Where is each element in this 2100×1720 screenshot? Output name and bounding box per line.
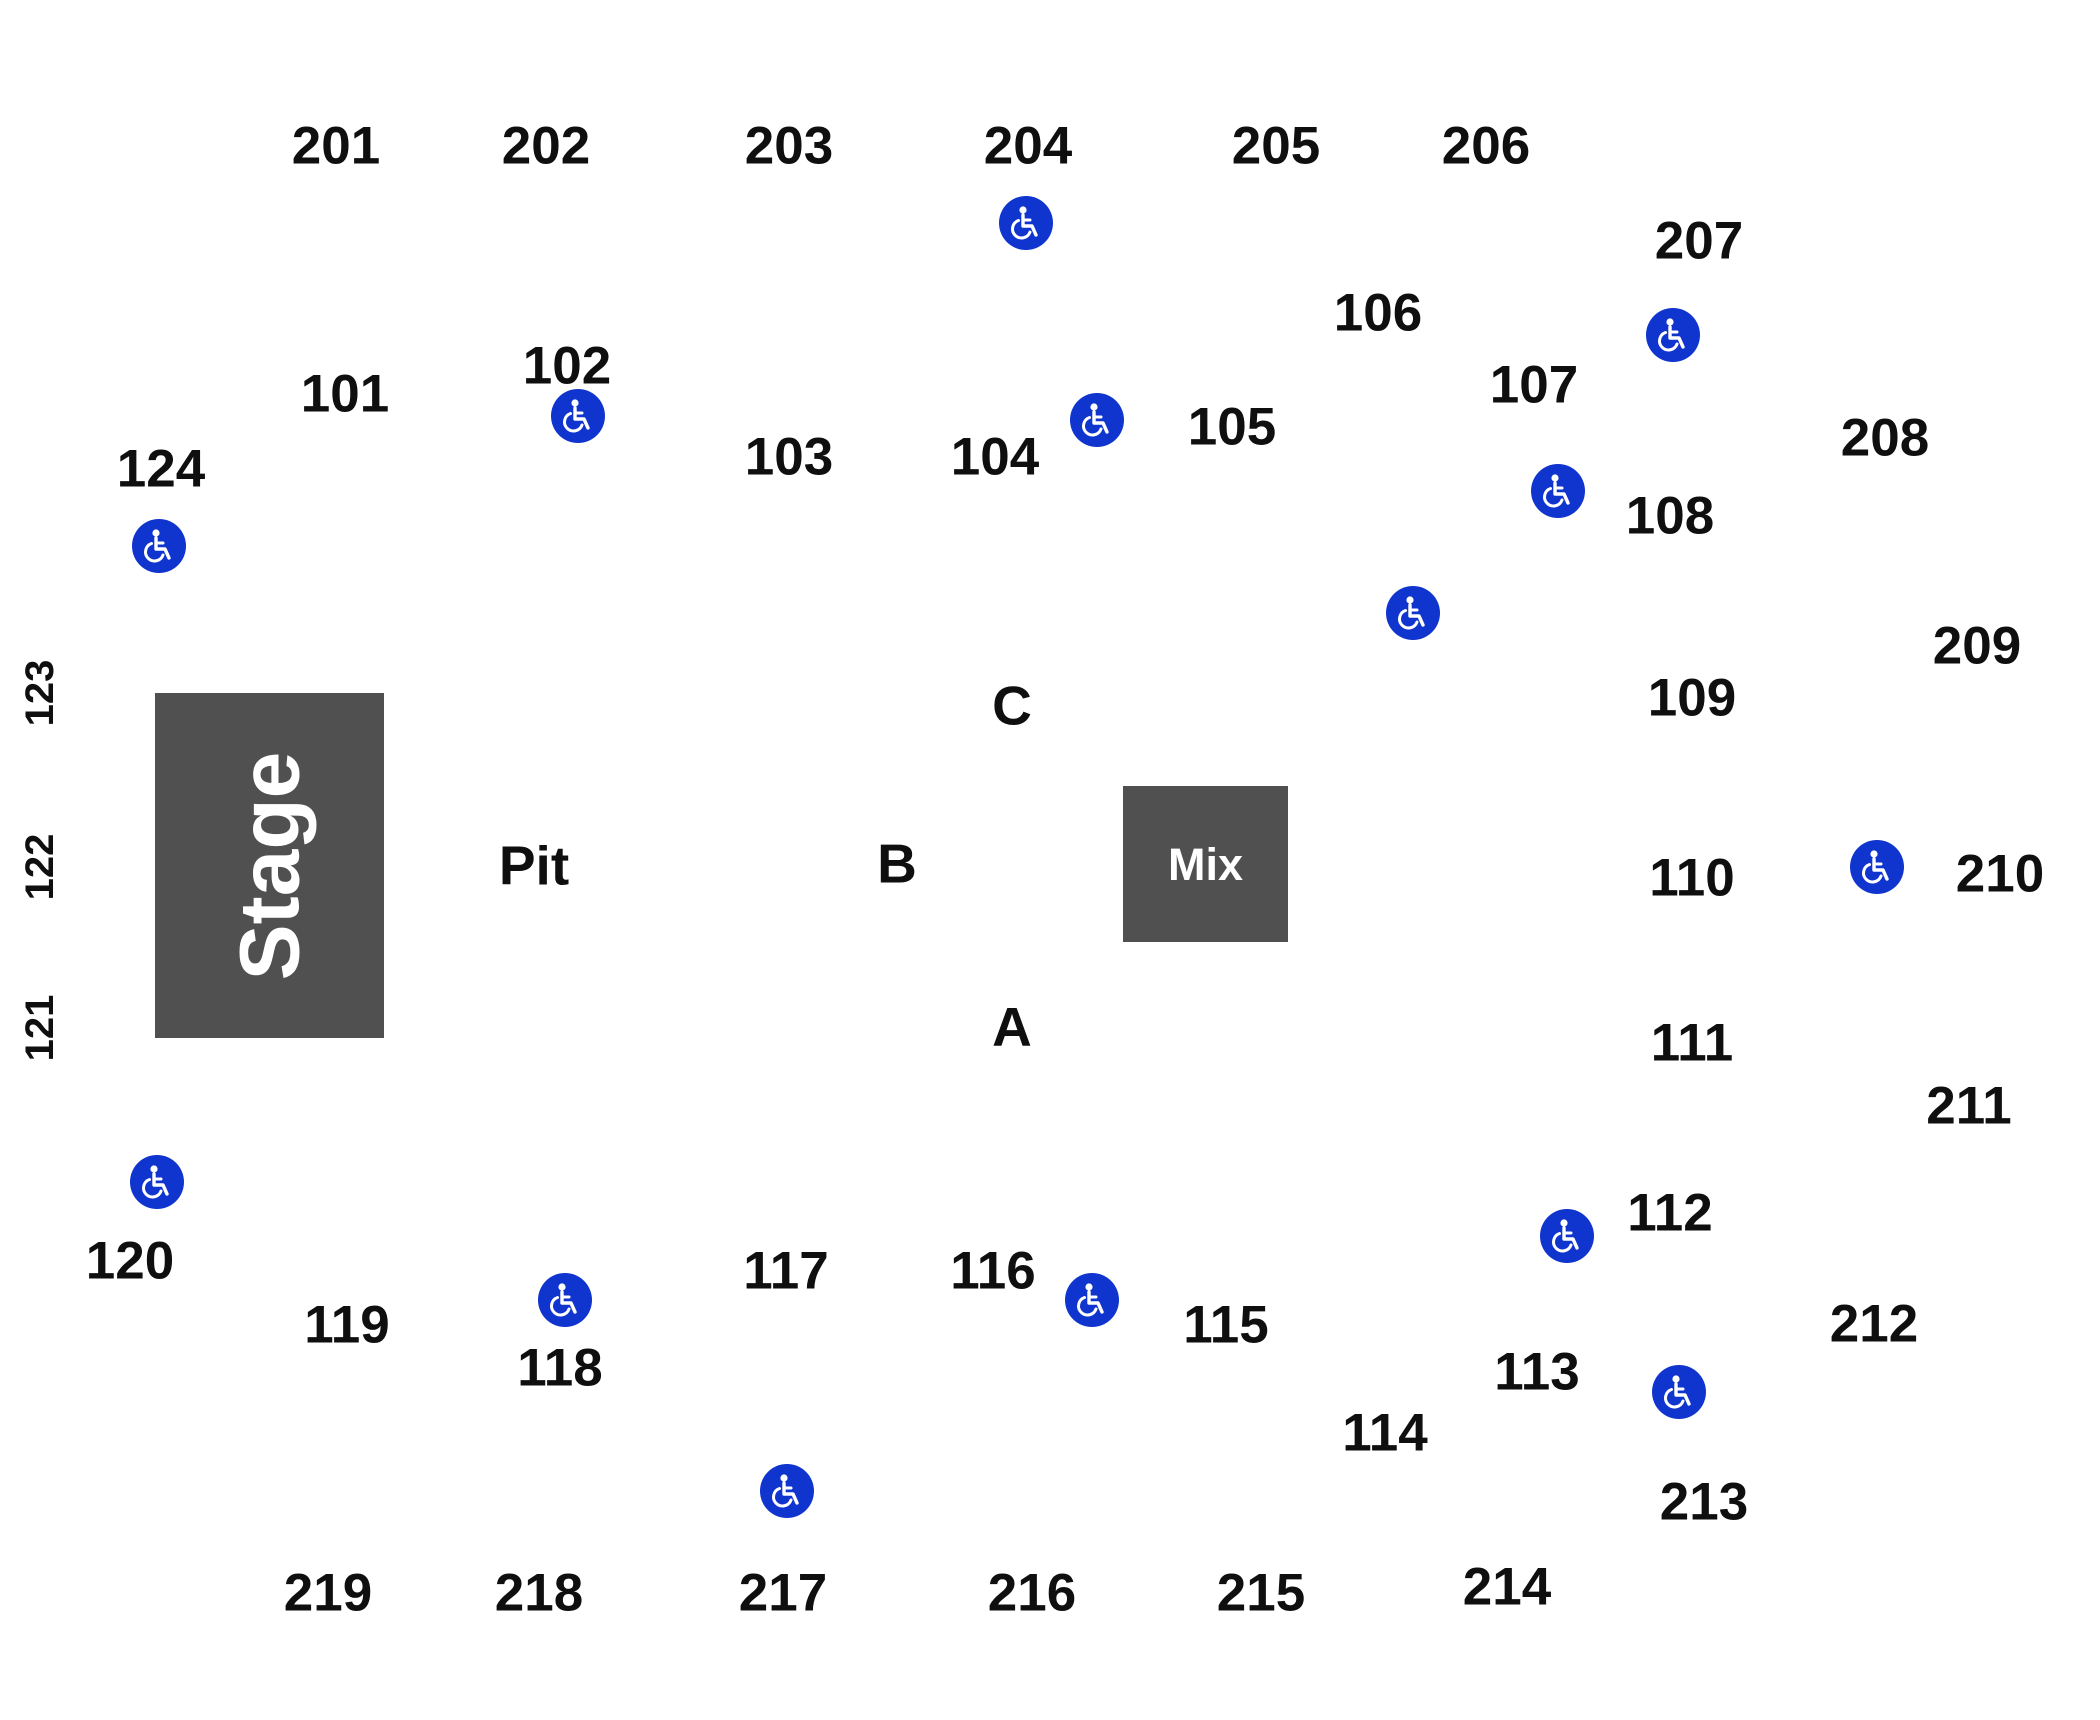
wheelchair-accessible-icon[interactable]	[1652, 1365, 1706, 1419]
wheelchair-accessible-icon[interactable]	[760, 1464, 814, 1518]
section-109[interactable]: 109	[1647, 668, 1737, 728]
section-122[interactable]: 122	[18, 833, 62, 901]
section-211[interactable]: 211	[1926, 1076, 2012, 1136]
wheelchair-accessible-icon[interactable]	[1540, 1209, 1594, 1263]
section-216[interactable]: 216	[987, 1563, 1077, 1623]
section-215[interactable]: 215	[1216, 1563, 1306, 1623]
section-117[interactable]: 117	[743, 1241, 829, 1301]
zone-pit[interactable]: Pit	[498, 834, 570, 897]
wheelchair-accessible-icon[interactable]	[1850, 840, 1904, 894]
section-112[interactable]: 112	[1627, 1183, 1713, 1243]
section-210[interactable]: 210	[1955, 844, 2045, 904]
section-105[interactable]: 105	[1187, 397, 1277, 457]
section-217[interactable]: 217	[738, 1563, 828, 1623]
section-213[interactable]: 213	[1659, 1472, 1749, 1532]
wheelchair-accessible-icon[interactable]	[1070, 393, 1124, 447]
wheelchair-accessible-icon[interactable]	[551, 389, 605, 443]
section-102[interactable]: 102	[522, 336, 612, 396]
section-202[interactable]: 202	[501, 116, 591, 176]
section-218[interactable]: 218	[494, 1563, 584, 1623]
section-219[interactable]: 219	[283, 1563, 373, 1623]
stage-label: Stage	[222, 751, 317, 980]
section-124[interactable]: 124	[116, 439, 206, 499]
section-207[interactable]: 207	[1654, 211, 1744, 271]
wheelchair-accessible-icon[interactable]	[538, 1273, 592, 1327]
section-206[interactable]: 206	[1441, 116, 1531, 176]
section-121[interactable]: 121	[18, 994, 62, 1062]
section-205[interactable]: 205	[1231, 116, 1321, 176]
mix-label: Mix	[1167, 838, 1243, 890]
section-103[interactable]: 103	[744, 427, 834, 487]
section-110[interactable]: 110	[1649, 848, 1735, 908]
section-104[interactable]: 104	[950, 427, 1040, 487]
wheelchair-accessible-icon[interactable]	[130, 1155, 184, 1209]
wheelchair-accessible-icon[interactable]	[999, 196, 1053, 250]
section-212[interactable]: 212	[1829, 1294, 1919, 1354]
wheelchair-accessible-icon[interactable]	[1531, 464, 1585, 518]
section-214[interactable]: 214	[1462, 1557, 1552, 1617]
wheelchair-accessible-icon[interactable]	[1065, 1273, 1119, 1327]
wheelchair-accessible-icon[interactable]	[1646, 308, 1700, 362]
section-108[interactable]: 108	[1625, 486, 1715, 546]
section-107[interactable]: 107	[1489, 355, 1579, 415]
wheelchair-accessible-icon[interactable]	[132, 519, 186, 573]
mix-position: Mix	[1123, 786, 1288, 942]
section-120[interactable]: 120	[85, 1231, 175, 1291]
zone-b[interactable]: B	[877, 832, 917, 895]
section-203[interactable]: 203	[744, 116, 834, 176]
zone-c[interactable]: C	[992, 674, 1032, 737]
wheelchair-accessible-icon[interactable]	[1386, 586, 1440, 640]
section-115[interactable]: 115	[1183, 1295, 1269, 1355]
section-114[interactable]: 114	[1342, 1403, 1428, 1463]
section-118[interactable]: 118	[517, 1338, 603, 1398]
section-208[interactable]: 208	[1840, 408, 1930, 468]
stage: Stage	[155, 693, 384, 1038]
zone-a[interactable]: A	[992, 995, 1032, 1058]
section-119[interactable]: 119	[304, 1295, 390, 1355]
section-116[interactable]: 116	[950, 1241, 1036, 1301]
section-209[interactable]: 209	[1932, 616, 2022, 676]
section-101[interactable]: 101	[300, 364, 390, 424]
section-111[interactable]: 111	[1650, 1013, 1734, 1073]
section-201[interactable]: 201	[291, 116, 381, 176]
section-204[interactable]: 204	[983, 116, 1073, 176]
section-113[interactable]: 113	[1494, 1342, 1580, 1402]
section-106[interactable]: 106	[1333, 283, 1423, 343]
section-123[interactable]: 123	[18, 659, 62, 727]
